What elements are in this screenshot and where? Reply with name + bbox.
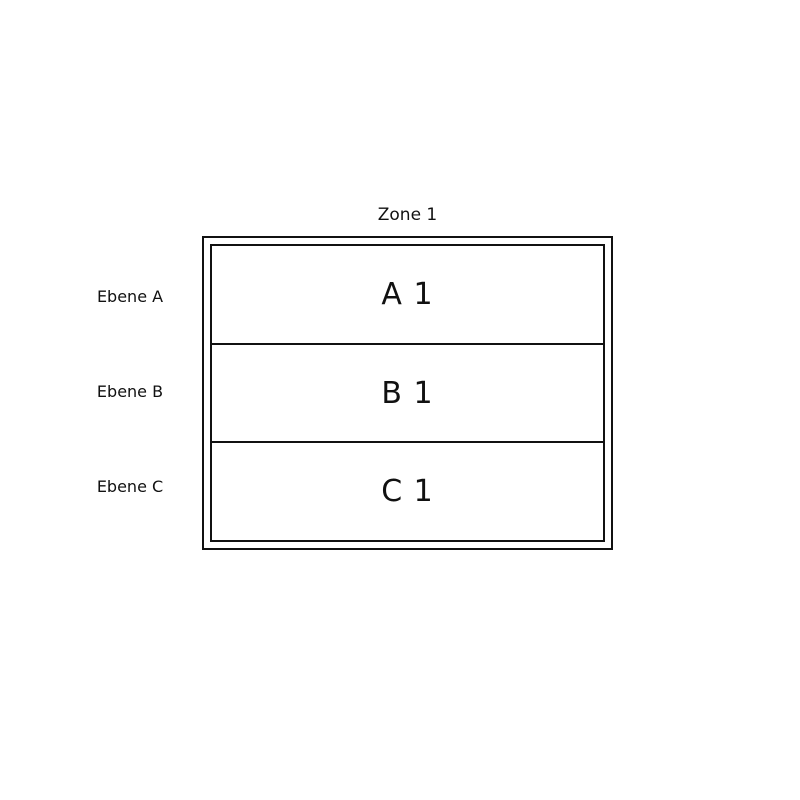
shelf-unit: A 1 B 1 C 1 [210,244,605,542]
shelf-slot-c1: C 1 [212,441,603,540]
level-label-a: Ebene A [96,287,164,306]
level-label-b: Ebene B [96,382,164,401]
zone-outer-frame [202,236,613,550]
shelf-slot-a1: A 1 [212,246,603,343]
zone-title: Zone 1 [377,205,438,225]
shelf-slot-label-c1: C 1 [381,474,434,510]
shelf-slot-b1: B 1 [212,342,603,442]
shelf-slot-label-b1: B 1 [381,375,434,411]
level-label-c: Ebene C [96,477,164,496]
shelf-slot-label-a1: A 1 [381,276,434,312]
